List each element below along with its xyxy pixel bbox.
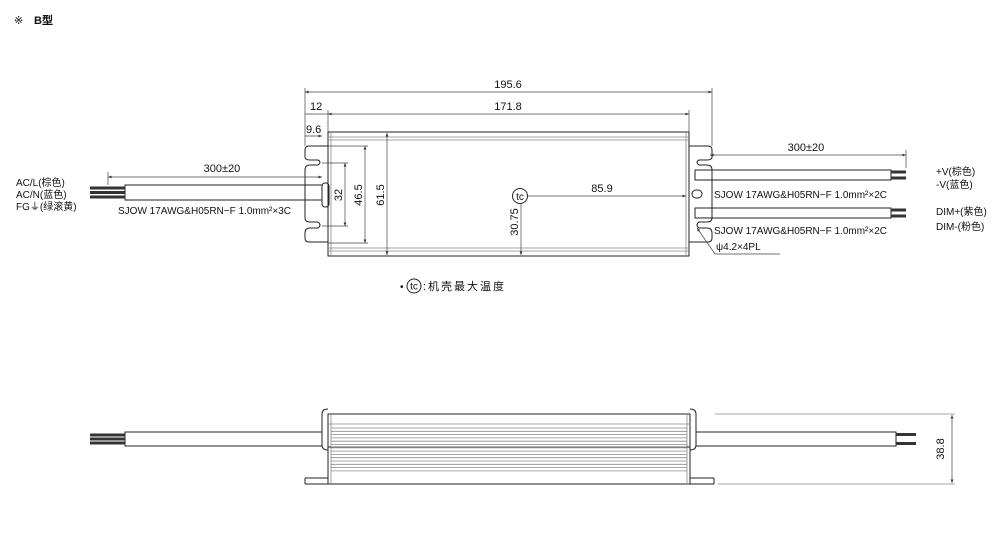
wire-fg: FG⏚(绿滚黄)	[16, 200, 77, 213]
dim-body-length: 171.8	[494, 101, 522, 113]
side-output-cable	[695, 431, 897, 447]
right-oval-slot	[691, 189, 703, 199]
input-cable	[124, 184, 323, 201]
side-view: 38.8	[90, 408, 955, 485]
dim-slot-pitch: 32	[333, 189, 345, 201]
dim-body-width: 61.5	[375, 184, 387, 205]
tc-symbol: tc	[516, 192, 524, 203]
input-length: 300±20	[204, 163, 241, 175]
output-dim-cable	[694, 207, 892, 219]
top-view: 195.6 171.8 12 9.6 32 46.5 61.5 tc 85.9 …	[16, 79, 987, 294]
dim-height: 38.8	[935, 438, 947, 459]
left-gland-side	[321, 408, 329, 451]
wire-v-minus: -V(蓝色)	[936, 178, 973, 191]
output-length: 300±20	[788, 142, 825, 154]
side-input-cable	[124, 431, 323, 447]
output-power-cable-spec: SJOW 17AWG&H05RN−F 1.0mm²×2C	[714, 190, 887, 201]
input-cable-spec: SJOW 17AWG&H05RN−F 1.0mm²×3C	[118, 206, 291, 217]
tc-note-icon	[406, 278, 422, 294]
dim-tc-y: 30.75	[509, 208, 521, 236]
dim-flange-width: 46.5	[353, 184, 365, 205]
wire-ac-n: AC/N(蓝色)	[16, 188, 67, 201]
dim-tc-x: 85.9	[591, 183, 612, 195]
wire-dim-plus: DIM+(紫色)	[936, 205, 987, 218]
right-flange	[689, 145, 713, 243]
tc-note-symbol: tc	[410, 282, 418, 293]
header-mark: ※	[14, 15, 23, 27]
housing-side	[327, 413, 691, 485]
dim-slot-offset: 9.6	[306, 124, 321, 136]
dim-flange: 12	[310, 101, 322, 113]
wire-ac-l: AC/L(棕色)	[16, 176, 65, 189]
output-power-cable	[694, 169, 892, 181]
tc-point-icon	[512, 188, 528, 204]
wire-v-plus: +V(棕色)	[936, 165, 975, 178]
hole-note: ψ4.2×4PL	[716, 242, 761, 253]
left-flange	[304, 145, 328, 243]
type-label: B型	[34, 13, 53, 27]
right-gland-side	[689, 408, 697, 451]
housing-top	[327, 131, 690, 257]
output-dim-cable-spec: SJOW 17AWG&H05RN−F 1.0mm²×2C	[714, 226, 887, 237]
wire-dim-minus: DIM-(粉色)	[936, 220, 984, 233]
tc-note-text: :机壳最大温度	[423, 279, 506, 293]
fins	[328, 427, 690, 472]
tc-note-bullet: •	[400, 282, 404, 293]
dim-overall-length: 195.6	[494, 79, 522, 91]
